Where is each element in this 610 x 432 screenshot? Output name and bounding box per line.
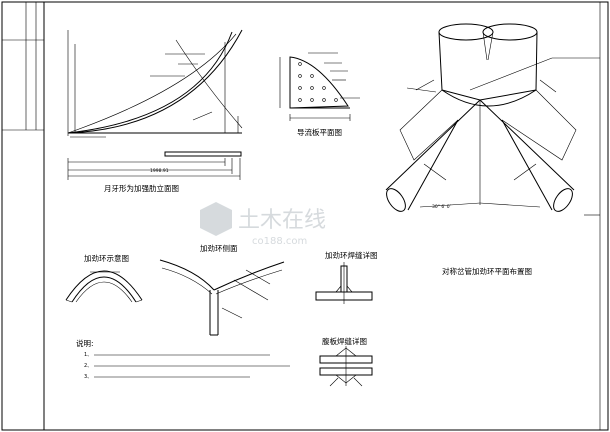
watermark: 土木在线 co188.com: [200, 202, 326, 247]
web-weld-view: 腹板焊缝详图: [319, 336, 373, 387]
note-2-number: 2、: [84, 363, 92, 369]
plan-layout-title: 对称岔管加劲环平面布置图: [442, 266, 532, 276]
guide-plate-title: 导流板平面图: [297, 127, 342, 137]
note-3-number: 3、: [84, 374, 92, 380]
ring-detail-view: 加劲环示意图: [65, 253, 143, 303]
watermark-text: 土木在线: [238, 208, 326, 233]
note-1-number: 1、: [84, 352, 92, 358]
web-weld-title: 腹板焊缝详图: [322, 336, 367, 346]
notes-block: 说明: 1、 2、 3、: [76, 338, 290, 380]
angle-label: 30° 6′ 0″: [432, 204, 452, 210]
watermark-url: co188.com: [252, 236, 307, 247]
ring-weld-title: 加劲环焊缝详图: [325, 250, 378, 260]
elevation-title: 月牙形为加强肋立面图: [104, 183, 179, 193]
guide-plate-view: 导流板平面图: [279, 52, 360, 137]
dim-1998: 1998.91: [150, 168, 169, 174]
side-stiffener-title: 加劲环侧面: [200, 243, 238, 253]
notes-heading: 说明:: [76, 338, 94, 348]
ring-weld-view: 加劲环焊缝详图: [315, 250, 378, 304]
side-stiffener-view: 加劲环侧面: [159, 243, 285, 336]
bifurcation-plan-view: 30° 6′ 0″ 对称岔管加劲环平面布置图: [385, 23, 600, 276]
ring-detail-title: 加劲环示意图: [84, 253, 129, 263]
crescent-elevation-view: 1998.91 月牙形为加强肋立面图: [67, 29, 243, 193]
